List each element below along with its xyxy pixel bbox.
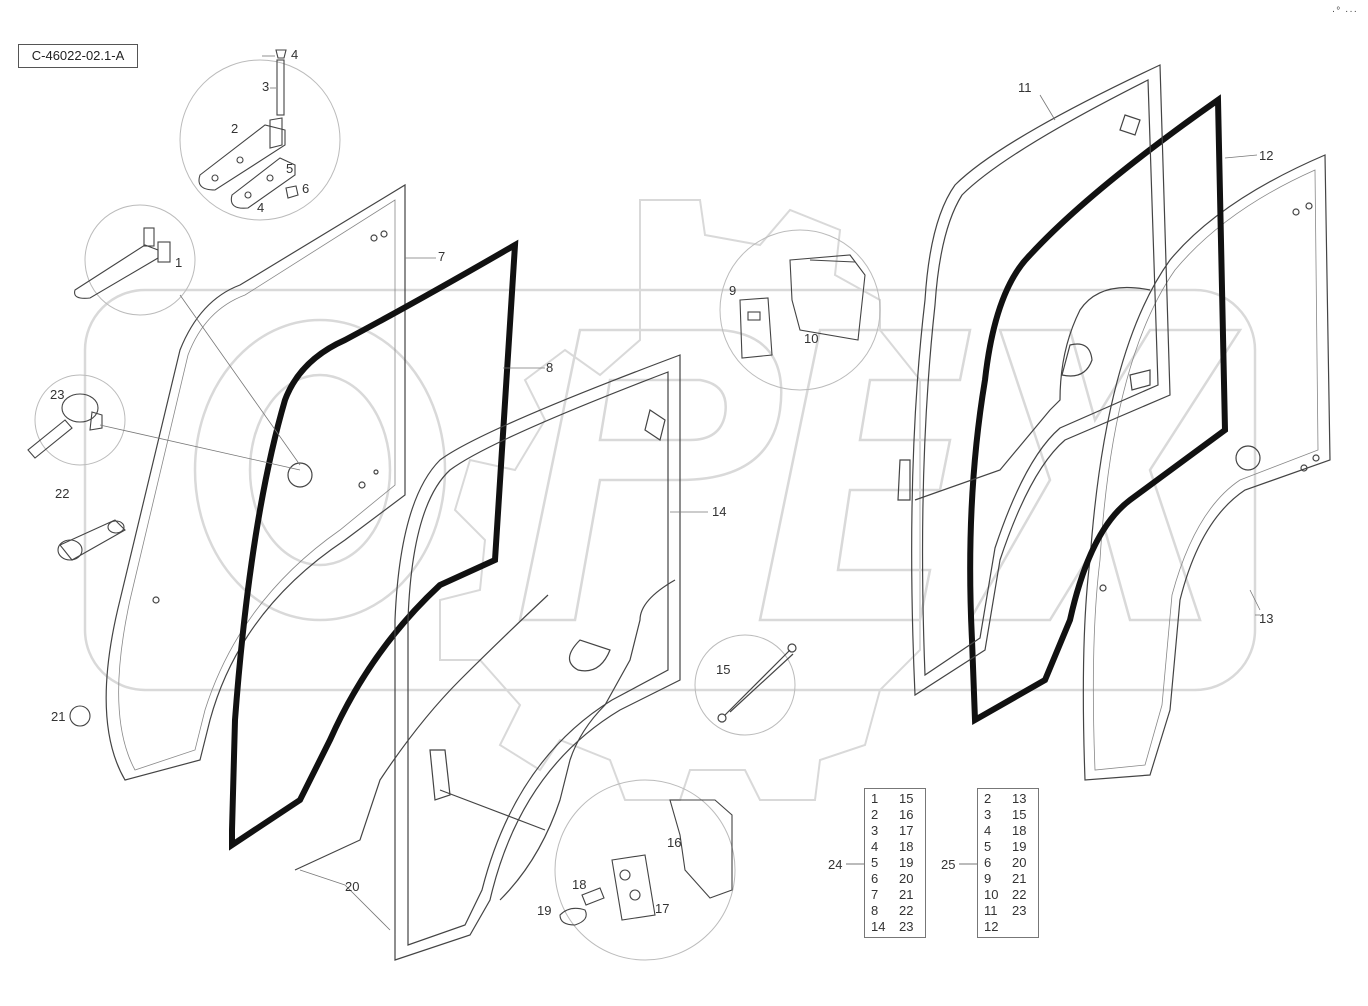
drawing-code: C-46022-02.1-A xyxy=(18,44,138,68)
right-door-glass xyxy=(1082,154,1331,781)
leader-lines xyxy=(99,55,1261,931)
callout-20: 20 xyxy=(345,879,360,894)
kit-row: 12 xyxy=(984,919,999,934)
callout-4: 4 xyxy=(257,200,265,215)
kit-label-25: 25 xyxy=(941,857,956,872)
callout-7: 7 xyxy=(438,249,446,264)
callout-21: 21 xyxy=(51,709,66,724)
part-22 xyxy=(57,519,126,561)
callout-10: 10 xyxy=(804,331,819,346)
callout-23: 23 xyxy=(50,387,65,402)
callout-4: 4 xyxy=(291,47,299,62)
callout-12: 12 xyxy=(1259,148,1274,163)
callout-9: 9 xyxy=(729,283,737,298)
kit-24-leader xyxy=(846,863,866,865)
hinge-parts xyxy=(198,49,299,209)
parts-9-10 xyxy=(739,254,866,359)
callout-16: 16 xyxy=(667,835,682,850)
callout-13: 13 xyxy=(1259,611,1274,626)
kit-label-24: 24 xyxy=(828,857,843,872)
callout-14: 14 xyxy=(712,504,727,519)
callout-2: 2 xyxy=(231,121,239,136)
parts-16-19 xyxy=(559,799,733,926)
watermark-opex xyxy=(83,288,1257,692)
left-seal xyxy=(229,239,519,851)
callout-19: 19 xyxy=(537,903,552,918)
callout-15: 15 xyxy=(716,662,731,677)
kit-25-leader xyxy=(959,863,977,865)
callout-5: 5 xyxy=(286,161,294,176)
right-seal xyxy=(967,94,1229,726)
right-door-frame xyxy=(897,64,1171,697)
part-23 xyxy=(27,393,103,459)
callout-3: 3 xyxy=(262,79,270,94)
part-21 xyxy=(69,705,91,727)
part-15 xyxy=(717,643,797,723)
corner-mark: ·° ··· xyxy=(1331,6,1358,17)
part-1 xyxy=(74,227,171,299)
callout-11: 11 xyxy=(1018,80,1032,95)
callout-18: 18 xyxy=(572,877,587,892)
callout-1: 1 xyxy=(175,255,183,270)
detail-circles xyxy=(34,59,881,961)
left-door-frame xyxy=(294,354,681,961)
callout-17: 17 xyxy=(655,901,670,916)
callout-8: 8 xyxy=(546,360,554,375)
callout-22: 22 xyxy=(55,486,70,501)
callout-6: 6 xyxy=(302,181,310,196)
left-door-glass xyxy=(105,183,406,781)
